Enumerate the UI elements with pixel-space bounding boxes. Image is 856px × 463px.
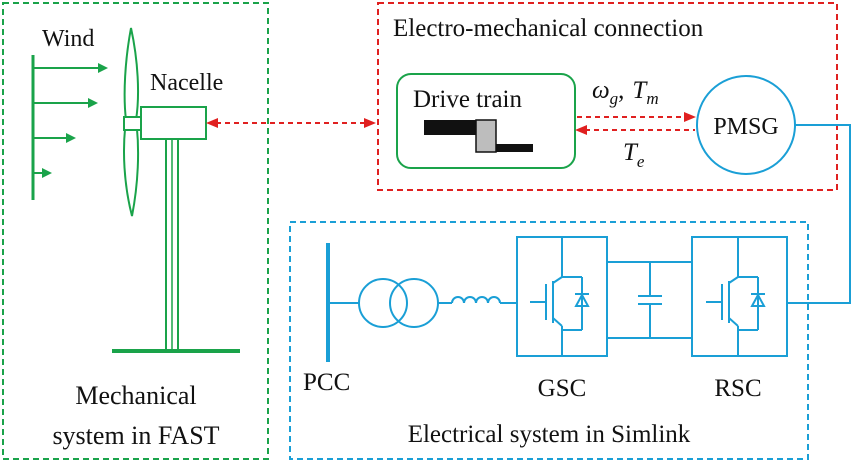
gsc-igbt-icon bbox=[530, 237, 590, 356]
electro-mechanical-box bbox=[377, 2, 838, 191]
drive-train-shaft-icon bbox=[424, 119, 533, 153]
omega-tm-arrow bbox=[577, 112, 696, 122]
drive-train-label: Drive train bbox=[413, 86, 522, 113]
rsc-igbt-icon bbox=[706, 237, 766, 356]
mechanical-label-line2: system in FAST bbox=[52, 421, 219, 450]
transformer bbox=[358, 278, 439, 328]
pmsg-label: PMSG bbox=[713, 114, 778, 140]
nacelle bbox=[140, 106, 207, 140]
te-label: Te bbox=[623, 139, 645, 171]
pmsg-rsc-wire bbox=[787, 124, 851, 304]
mechanical-system-box bbox=[2, 2, 269, 460]
mechanical-label-line1: Mechanical bbox=[75, 381, 196, 410]
dc-link bbox=[607, 261, 692, 339]
electrical-system-box bbox=[289, 221, 809, 460]
gsc-label: GSC bbox=[538, 375, 587, 402]
electro-mechanical-title: Electro-mechanical connection bbox=[393, 15, 704, 42]
inductor bbox=[451, 296, 501, 304]
hub bbox=[123, 116, 142, 131]
pcc-label: PCC bbox=[303, 369, 350, 396]
wind-label: Wind bbox=[42, 26, 94, 52]
te-arrow bbox=[575, 125, 695, 135]
wind-turbine bbox=[112, 27, 240, 353]
rsc-label: RSC bbox=[714, 375, 761, 402]
wind-profile bbox=[31, 55, 108, 200]
electrical-system-title: Electrical system in Simlink bbox=[408, 421, 691, 448]
rsc-box bbox=[691, 236, 788, 357]
omega-tm-label: ωg,Tm bbox=[592, 77, 659, 108]
nacelle-label: Nacelle bbox=[150, 70, 223, 96]
nacelle-drivetrain-arrow bbox=[206, 118, 376, 128]
